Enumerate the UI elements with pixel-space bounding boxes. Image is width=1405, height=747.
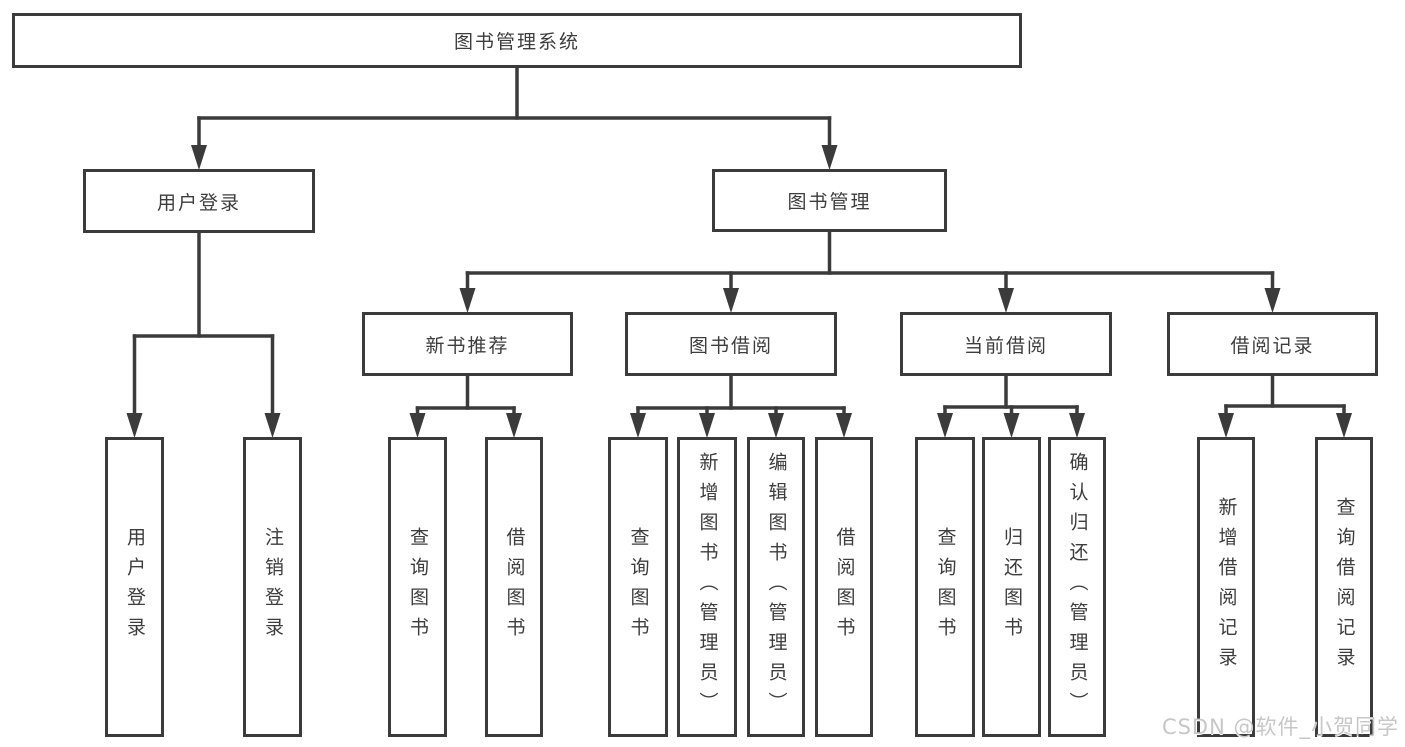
node-cur-return: 归还图书: [982, 437, 1041, 737]
node-label-nb-borrow: 借阅图书: [503, 527, 526, 647]
node-label-user-login: 用户登录: [156, 191, 241, 214]
node-label-rec-add: 新增借阅记录: [1215, 497, 1238, 677]
node-label-bw-add: 新增图书（管理员）: [696, 452, 719, 722]
arrowhead-icon: [1336, 413, 1352, 438]
node-rec-add: 新增借阅记录: [1197, 437, 1255, 737]
arrowhead-icon: [1218, 413, 1234, 438]
node-records: 借阅记录: [1167, 312, 1378, 376]
node-new-books: 新书推荐: [362, 312, 573, 376]
arrowhead-icon: [191, 145, 207, 170]
node-label-root: 图书管理系统: [453, 31, 580, 53]
node-label-borrow: 图书借阅: [688, 334, 773, 357]
arrowhead-icon: [459, 288, 476, 313]
arrowhead-icon: [998, 288, 1014, 313]
node-label-new-books: 新书推荐: [425, 334, 510, 357]
arrowhead-icon: [723, 288, 739, 313]
node-bw-query: 查询图书: [608, 437, 668, 737]
node-nb-query: 查询图书: [388, 437, 447, 737]
node-label-bw-query: 查询图书: [627, 527, 650, 647]
node-label-book-mgmt: 图书管理: [787, 191, 872, 213]
arrowhead-icon: [937, 413, 953, 438]
arrowhead-icon: [1003, 413, 1020, 438]
arrowhead-icon: [699, 413, 715, 438]
arrowhead-icon: [821, 145, 838, 170]
arrowhead-icon: [126, 413, 143, 438]
node-label-bw-borrow: 借阅图书: [833, 527, 856, 647]
node-borrow: 图书借阅: [625, 312, 837, 376]
node-label-cur-query: 查询图书: [934, 527, 957, 647]
node-root: 图书管理系统: [12, 13, 1022, 68]
watermark-text: CSDN @软件_小贺同学: [1161, 715, 1399, 739]
node-label-login: 用户登录: [124, 527, 146, 647]
arrowhead-icon: [836, 413, 852, 438]
node-cur-confirm: 确认归还（管理员）: [1048, 437, 1106, 737]
node-label-nb-query: 查询图书: [407, 527, 429, 647]
arrowhead-icon: [768, 413, 784, 438]
arrowhead-icon: [1069, 413, 1085, 438]
node-cur-query: 查询图书: [915, 437, 975, 737]
node-label-current: 当前借阅: [963, 334, 1048, 357]
arrowhead-icon: [506, 413, 522, 438]
node-bw-add: 新增图书（管理员）: [677, 437, 737, 737]
node-label-rec-query: 查询借阅记录: [1333, 497, 1356, 677]
node-rec-query: 查询借阅记录: [1315, 437, 1373, 737]
arrowhead-icon: [1264, 288, 1281, 313]
node-logout: 注销登录: [243, 437, 302, 737]
node-current: 当前借阅: [900, 312, 1112, 376]
node-nb-borrow: 借阅图书: [485, 437, 543, 737]
node-bw-edit: 编辑图书（管理员）: [747, 437, 805, 737]
node-label-cur-confirm: 确认归还（管理员）: [1066, 452, 1089, 722]
node-login: 用户登录: [105, 437, 164, 737]
node-label-bw-edit: 编辑图书（管理员）: [765, 452, 788, 722]
node-user-login: 用户登录: [83, 169, 315, 233]
arrowhead-icon: [630, 413, 646, 438]
node-bw-borrow: 借阅图书: [815, 437, 873, 737]
node-label-records: 借阅记录: [1230, 334, 1315, 357]
arrowhead-icon: [264, 413, 281, 438]
node-book-mgmt: 图书管理: [712, 169, 947, 232]
node-label-cur-return: 归还图书: [1001, 527, 1023, 647]
node-label-logout: 注销登录: [262, 527, 284, 647]
arrowhead-icon: [409, 413, 426, 438]
